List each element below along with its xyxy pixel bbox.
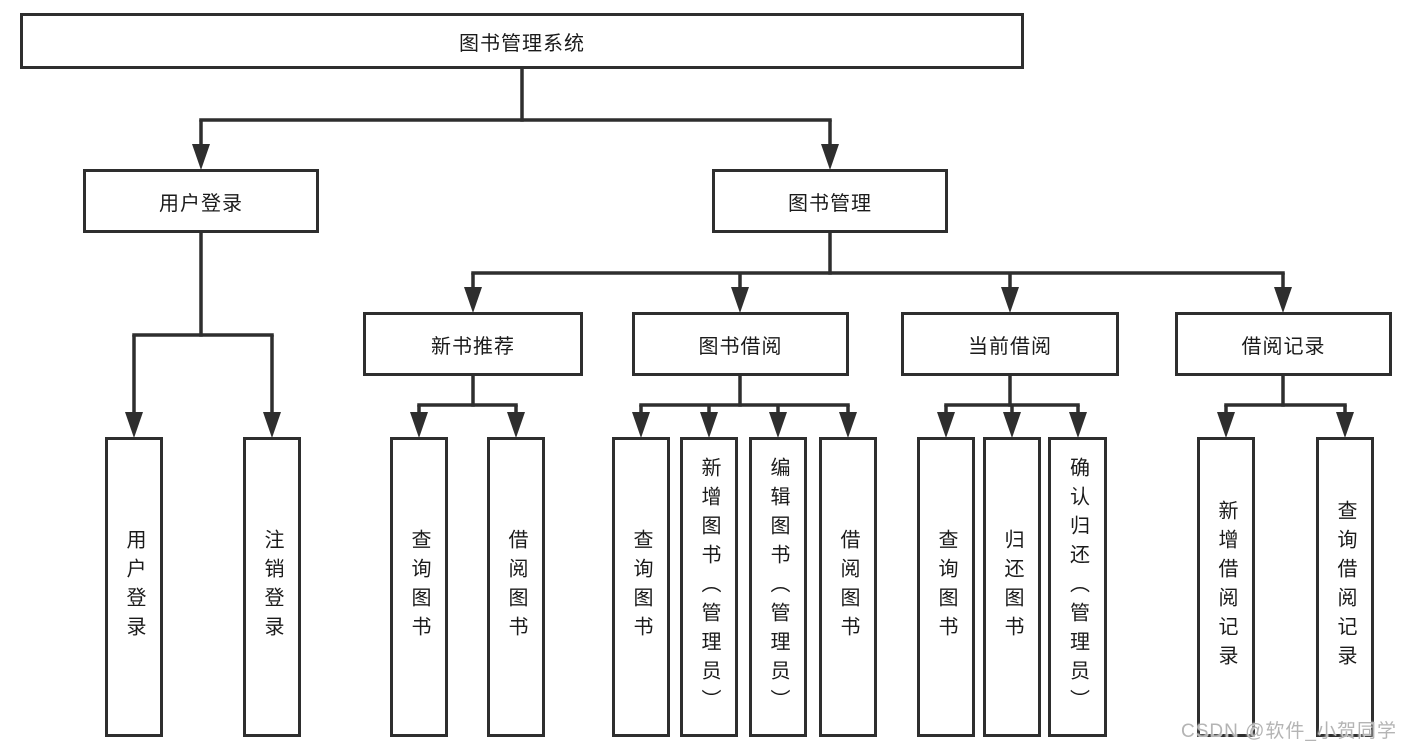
- node-library-system-label: 图书管理系统: [459, 32, 585, 55]
- node-c-return: 归还图书: [983, 437, 1041, 737]
- node-current-borrow: 当前借阅: [901, 312, 1119, 376]
- node-book-mgmt: 图书管理: [712, 169, 948, 233]
- connector-current-children: [937, 375, 1087, 438]
- node-user-login: 用户登录: [83, 169, 319, 233]
- node-c-confirm-label: 确认归还（管理员）: [1066, 456, 1089, 718]
- node-c-query: 查询图书: [917, 437, 975, 737]
- node-b-edit: 编辑图书（管理员）: [749, 437, 807, 737]
- node-b-borrow: 借阅图书: [819, 437, 877, 737]
- node-b-add: 新增图书（管理员）: [680, 437, 738, 737]
- node-r-add: 新增借阅记录: [1197, 437, 1255, 737]
- connector-book-mgmt-to-level3: [464, 232, 1292, 313]
- node-nr-query: 查询图书: [390, 437, 448, 737]
- node-book-borrow: 图书借阅: [632, 312, 849, 376]
- node-b-edit-label: 编辑图书（管理员）: [767, 456, 789, 718]
- node-nr-borrow: 借阅图书: [487, 437, 545, 737]
- node-b-borrow-label: 借阅图书: [837, 529, 859, 645]
- node-library-system: 图书管理系统: [20, 13, 1024, 69]
- node-b-add-label: 新增图书（管理员）: [698, 456, 720, 718]
- node-r-query-label: 查询借阅记录: [1334, 500, 1356, 674]
- node-nr-query-label: 查询图书: [408, 529, 430, 645]
- connector-user-login-children: [125, 232, 281, 438]
- connector-borrow-children: [632, 375, 857, 438]
- connector-new-rec-children: [410, 375, 525, 438]
- node-c-query-label: 查询图书: [935, 529, 957, 645]
- node-nr-borrow-label: 借阅图书: [505, 529, 527, 645]
- node-current-borrow-label: 当前借阅: [968, 335, 1052, 358]
- node-book-borrow-label: 图书借阅: [698, 335, 783, 358]
- node-c-confirm: 确认归还（管理员）: [1048, 437, 1107, 737]
- node-user-login-label: 用户登录: [159, 192, 243, 215]
- node-ul-logout: 注销登录: [243, 437, 301, 737]
- node-ul-login: 用户登录: [105, 437, 163, 737]
- node-borrow-records: 借阅记录: [1175, 312, 1392, 376]
- node-ul-login-label: 用户登录: [123, 529, 145, 645]
- node-c-return-label: 归还图书: [1001, 529, 1023, 645]
- connector-records-children: [1217, 375, 1354, 438]
- node-ul-logout-label: 注销登录: [261, 529, 283, 645]
- node-new-rec-label: 新书推荐: [431, 335, 515, 358]
- node-b-query: 查询图书: [612, 437, 670, 737]
- node-borrow-records-label: 借阅记录: [1241, 335, 1326, 358]
- node-b-query-label: 查询图书: [630, 529, 652, 645]
- node-book-mgmt-label: 图书管理: [788, 192, 872, 215]
- node-new-rec: 新书推荐: [363, 312, 583, 376]
- node-r-add-label: 新增借阅记录: [1215, 500, 1237, 674]
- node-r-query: 查询借阅记录: [1316, 437, 1374, 737]
- watermark: CSDN @软件_小贺同学: [1181, 721, 1397, 742]
- connector-root-to-level2: [192, 68, 839, 170]
